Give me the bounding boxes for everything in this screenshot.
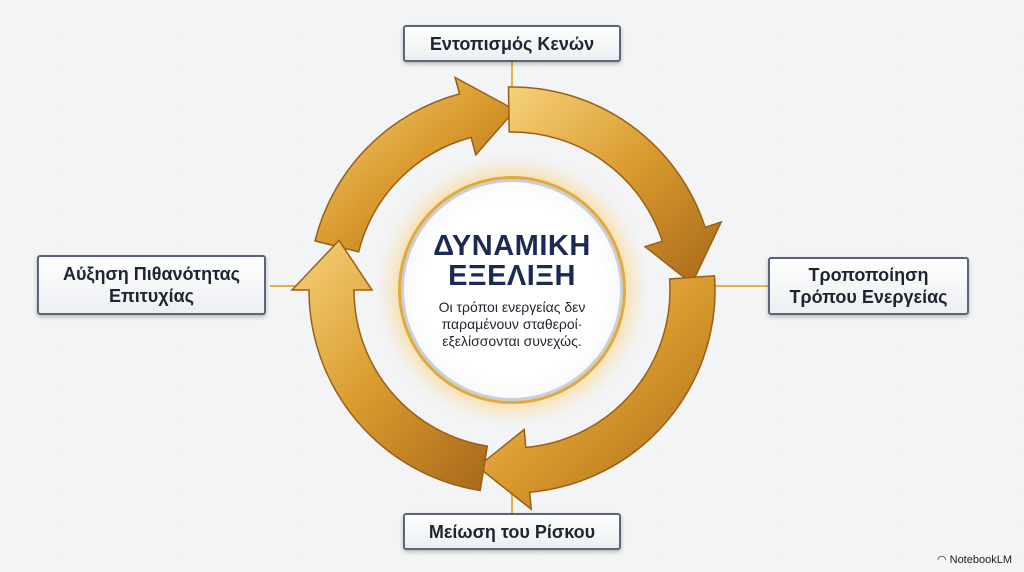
node-label: Μείωση του Ρίσκου [428, 521, 596, 542]
node-identify-gaps: Εντοπισμός Κενών [403, 25, 621, 62]
watermark-text: NotebookLM [949, 553, 1012, 566]
arrow-to-identify [314, 76, 517, 253]
node-modify-approach: Τροποποίηση Τρόπου Ενεργείας [768, 257, 969, 315]
node-label: Τροποποίηση Τρόπου Ενεργείας [789, 265, 948, 307]
arrow-to-modify [507, 86, 723, 285]
cycle-arrows [290, 76, 723, 511]
center-description: Οι τρόποι ενεργείας δεν παραμένουν σταθε… [438, 299, 586, 349]
node-label: Εντοπισμός Κενών [429, 33, 595, 54]
arrow-to-increase [290, 239, 489, 492]
node-increase-success: Αύξηση Πιθανότητας Επιτυχίας [37, 255, 266, 315]
notebooklm-watermark: ◠NotebookLM [937, 553, 1012, 567]
notebooklm-logo-icon: ◠ [937, 554, 947, 566]
arrow-to-reduce [476, 274, 716, 511]
center-title-line2: ΕΞΕΛΙΞΗ [448, 260, 576, 292]
node-label: Αύξηση Πιθανότητας Επιτυχίας [62, 264, 241, 306]
node-reduce-risk: Μείωση του Ρίσκου [403, 513, 621, 550]
center-title-line1: ΔΥΝΑΜΙΚΗ [433, 230, 591, 262]
